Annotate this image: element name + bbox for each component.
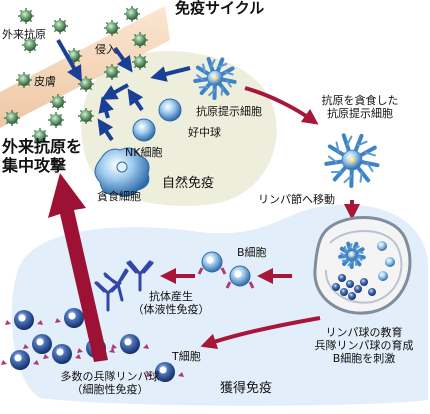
t-cell-label: T細胞 [172,350,201,363]
lymph-node-desc: リンパ球の教育 兵隊リンパ球の育成 B細胞を刺激 [300,326,428,365]
skin-label: 皮膚 [34,75,56,88]
invasion-label: 侵入 [95,43,117,56]
antibody-line1: 抗体産生 [126,290,216,303]
innate-immunity-label: 自然免疫 [162,176,214,191]
apc-engulfed-cell [326,135,377,186]
node-b-cell [385,257,395,267]
soldier-line1: 多数の兵隊リンパ球 [50,370,170,383]
external-antigen-label: 外来抗原 [2,28,46,41]
attack-line1: 外来抗原を [2,137,82,156]
virus-icon [132,32,148,48]
apc-engulfed-line1: 抗原を貪食した [305,94,415,107]
virus-icon [78,76,94,92]
node-lymphocyte [354,285,362,293]
node-lymphocyte [340,288,348,296]
antibody-line2: （体液性免疫） [126,303,216,316]
soldier-label: 多数の兵隊リンパ球 （細胞性免疫） [50,370,170,396]
b-cell-label: B細胞 [237,246,267,259]
soldier-line2: （細胞性免疫） [50,383,170,396]
virus-icon [52,18,68,34]
virus-icon [78,108,94,124]
node-lymphocyte [368,288,376,296]
node-b-cell [377,241,387,251]
virus-icon [50,94,66,110]
virus-icon [132,54,148,70]
apc-engulfed-line2: 抗原提示細胞 [305,107,415,120]
acquired-immunity-label: 獲得免疫 [220,381,272,396]
node-b-cell [378,271,388,281]
virus-icon [104,20,120,36]
node-lymphocyte [348,292,356,300]
apc-label: 抗原提示細胞 [196,105,262,118]
lymph-node [315,218,410,314]
to-lymph-node-label: リンパ節へ移動 [258,193,335,206]
node-lymphocyte [346,280,354,288]
apc-engulfed-label: 抗原を貪食した 抗原提示細胞 [305,94,415,120]
node-lymphocyte [332,283,340,291]
neutrophil-cell [159,99,181,121]
virus-icon [16,72,32,88]
attack-line2: 集中攻撃 [2,156,82,175]
virus-icon [48,112,64,128]
nk-cell-label: NK細胞 [125,146,162,159]
diagram-title: 免疫サイクル [175,2,264,15]
neutrophil-label: 好中球 [188,126,221,139]
antibody-label: 抗体産生 （体液性免疫） [126,290,216,316]
virus-icon [104,64,120,80]
lymph-desc-line1: リンパ球の教育 [300,326,428,339]
virus-icon [124,6,140,22]
phagocyte-label: 貪食細胞 [97,190,141,203]
lymph-desc-line2: 兵隊リンパ球の育成 [300,339,428,352]
node-lymphocyte [360,278,368,286]
virus-icon [4,110,20,126]
attack-label: 外来抗原を 集中攻撃 [2,137,82,175]
nk-cell [133,119,155,141]
virus-icon [18,8,34,24]
lymph-desc-line3: B細胞を刺激 [300,352,428,365]
node-lymphocyte [338,274,346,282]
